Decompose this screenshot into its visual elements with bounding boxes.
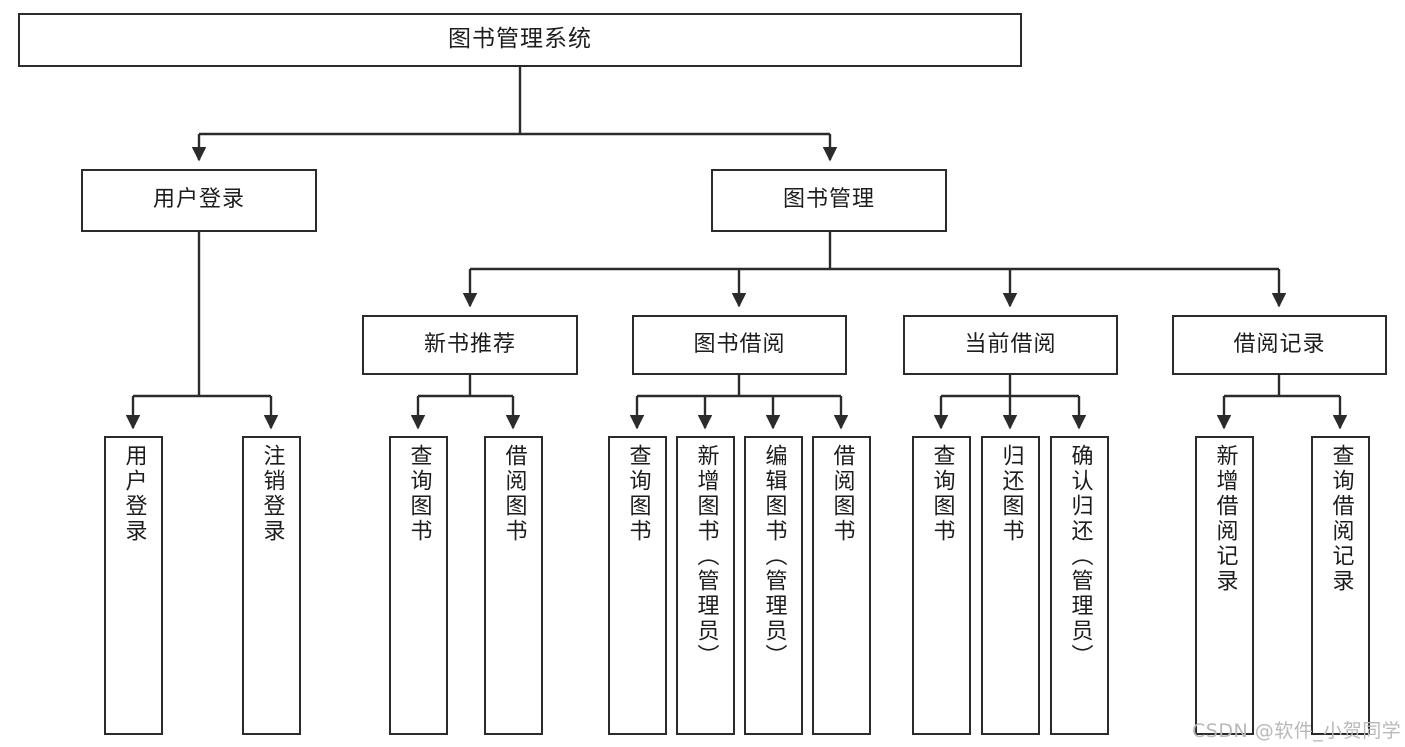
leaf-confirm-return[interactable]: 确认归还（管理员） bbox=[1050, 436, 1109, 735]
node-borrow-record[interactable]: 借阅记录 bbox=[1172, 315, 1387, 375]
leaf-edit-book-label: 编辑图书（管理员） bbox=[761, 444, 787, 669]
leaf-user-logout[interactable]: 注销登录 bbox=[242, 436, 301, 735]
leaf-return-book-label: 归还图书 bbox=[998, 444, 1024, 544]
leaf-borrow-book-2[interactable]: 借阅图书 bbox=[812, 436, 871, 735]
node-new-book-rec-label: 新书推荐 bbox=[423, 331, 516, 357]
leaf-borrow-book-1-label: 借阅图书 bbox=[501, 444, 527, 544]
leaf-query-book-1-label: 查询图书 bbox=[406, 444, 432, 544]
node-user-login-label: 用户登录 bbox=[152, 187, 245, 213]
node-root[interactable]: 图书管理系统 bbox=[18, 13, 1022, 67]
node-book-manage[interactable]: 图书管理 bbox=[711, 169, 947, 232]
leaf-add-book-label: 新增图书（管理员） bbox=[693, 444, 719, 669]
node-book-manage-label: 图书管理 bbox=[782, 187, 875, 213]
leaf-user-logout-label: 注销登录 bbox=[259, 444, 285, 544]
node-user-login[interactable]: 用户登录 bbox=[81, 169, 317, 232]
leaf-borrow-book-1[interactable]: 借阅图书 bbox=[484, 436, 543, 735]
leaf-add-book[interactable]: 新增图书（管理员） bbox=[676, 436, 735, 735]
leaf-add-record[interactable]: 新增借阅记录 bbox=[1195, 436, 1254, 735]
node-book-borrow-label: 图书借阅 bbox=[693, 331, 786, 357]
leaf-confirm-return-label: 确认归还（管理员） bbox=[1067, 444, 1093, 669]
leaf-user-login[interactable]: 用户登录 bbox=[104, 436, 163, 735]
leaf-edit-book[interactable]: 编辑图书（管理员） bbox=[744, 436, 803, 735]
node-book-borrow[interactable]: 图书借阅 bbox=[632, 315, 847, 375]
leaf-query-book-2-label: 查询图书 bbox=[625, 444, 651, 544]
leaf-return-book[interactable]: 归还图书 bbox=[981, 436, 1040, 735]
leaf-add-record-label: 新增借阅记录 bbox=[1212, 444, 1238, 594]
node-current-borrow-label: 当前借阅 bbox=[964, 331, 1057, 357]
leaf-query-record[interactable]: 查询借阅记录 bbox=[1311, 436, 1370, 735]
leaf-user-login-label: 用户登录 bbox=[121, 444, 147, 544]
node-root-label: 图书管理系统 bbox=[448, 26, 592, 53]
node-current-borrow[interactable]: 当前借阅 bbox=[903, 315, 1118, 375]
node-new-book-rec[interactable]: 新书推荐 bbox=[362, 315, 578, 375]
leaf-query-record-label: 查询借阅记录 bbox=[1328, 444, 1354, 594]
leaf-query-book-2[interactable]: 查询图书 bbox=[608, 436, 667, 735]
leaf-query-book-3-label: 查询图书 bbox=[929, 444, 955, 544]
leaf-query-book-1[interactable]: 查询图书 bbox=[389, 436, 448, 735]
csdn-watermark: CSDN @软件_小贺同学 bbox=[1192, 720, 1402, 742]
leaf-query-book-3[interactable]: 查询图书 bbox=[912, 436, 971, 735]
node-borrow-record-label: 借阅记录 bbox=[1233, 331, 1326, 357]
leaf-borrow-book-2-label: 借阅图书 bbox=[829, 444, 855, 544]
